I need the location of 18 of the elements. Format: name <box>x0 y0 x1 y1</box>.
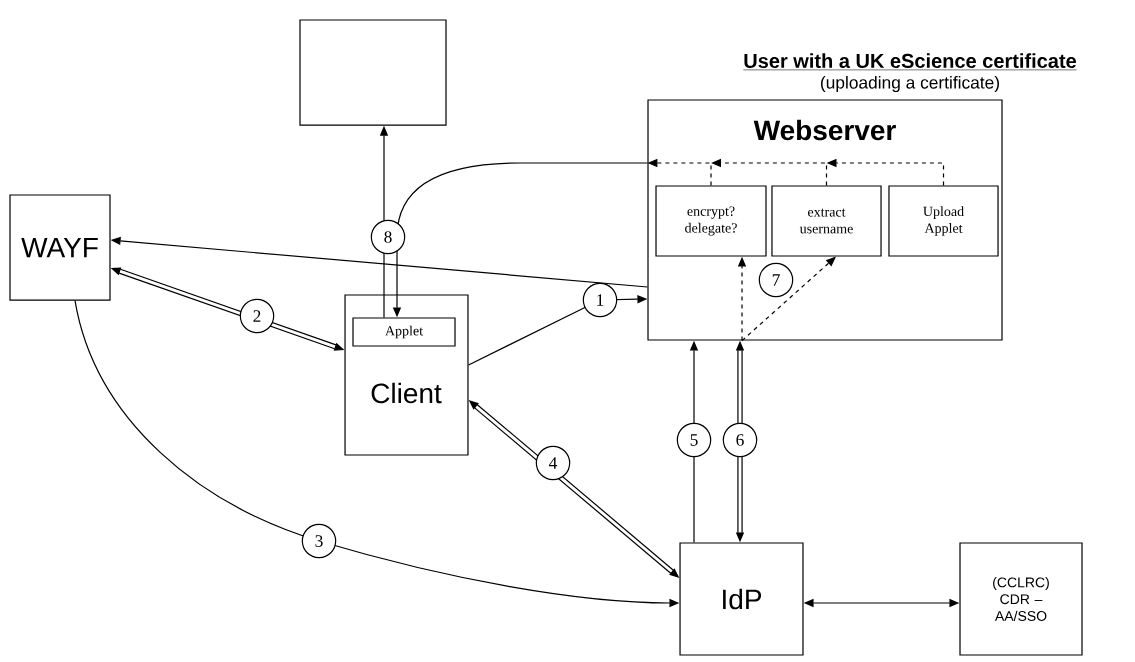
step-number: 5 <box>676 422 712 458</box>
step-box: Upload Applet <box>888 185 999 257</box>
step-box: encrypt? delegate? <box>655 185 767 257</box>
server-box: IdP <box>679 542 804 656</box>
step-number: 3 <box>301 523 337 559</box>
server-box: WAYF <box>9 194 111 301</box>
server-box: (CCLRC) CDR – AA/SSO <box>959 542 1083 656</box>
subtitle: (uploading a certificate) <box>821 75 999 93</box>
applet-box: Applet <box>352 317 456 347</box>
step-box: extract username <box>771 185 882 257</box>
step-number: 4 <box>535 445 571 481</box>
title: User with a UK eScience certificate <box>743 53 1077 71</box>
step-number: 1 <box>582 282 618 318</box>
step-number: 2 <box>239 298 275 334</box>
step-number: 8 <box>370 219 406 255</box>
step-number: 7 <box>758 262 794 298</box>
server-box <box>299 19 447 126</box>
step-number: 6 <box>722 422 758 458</box>
